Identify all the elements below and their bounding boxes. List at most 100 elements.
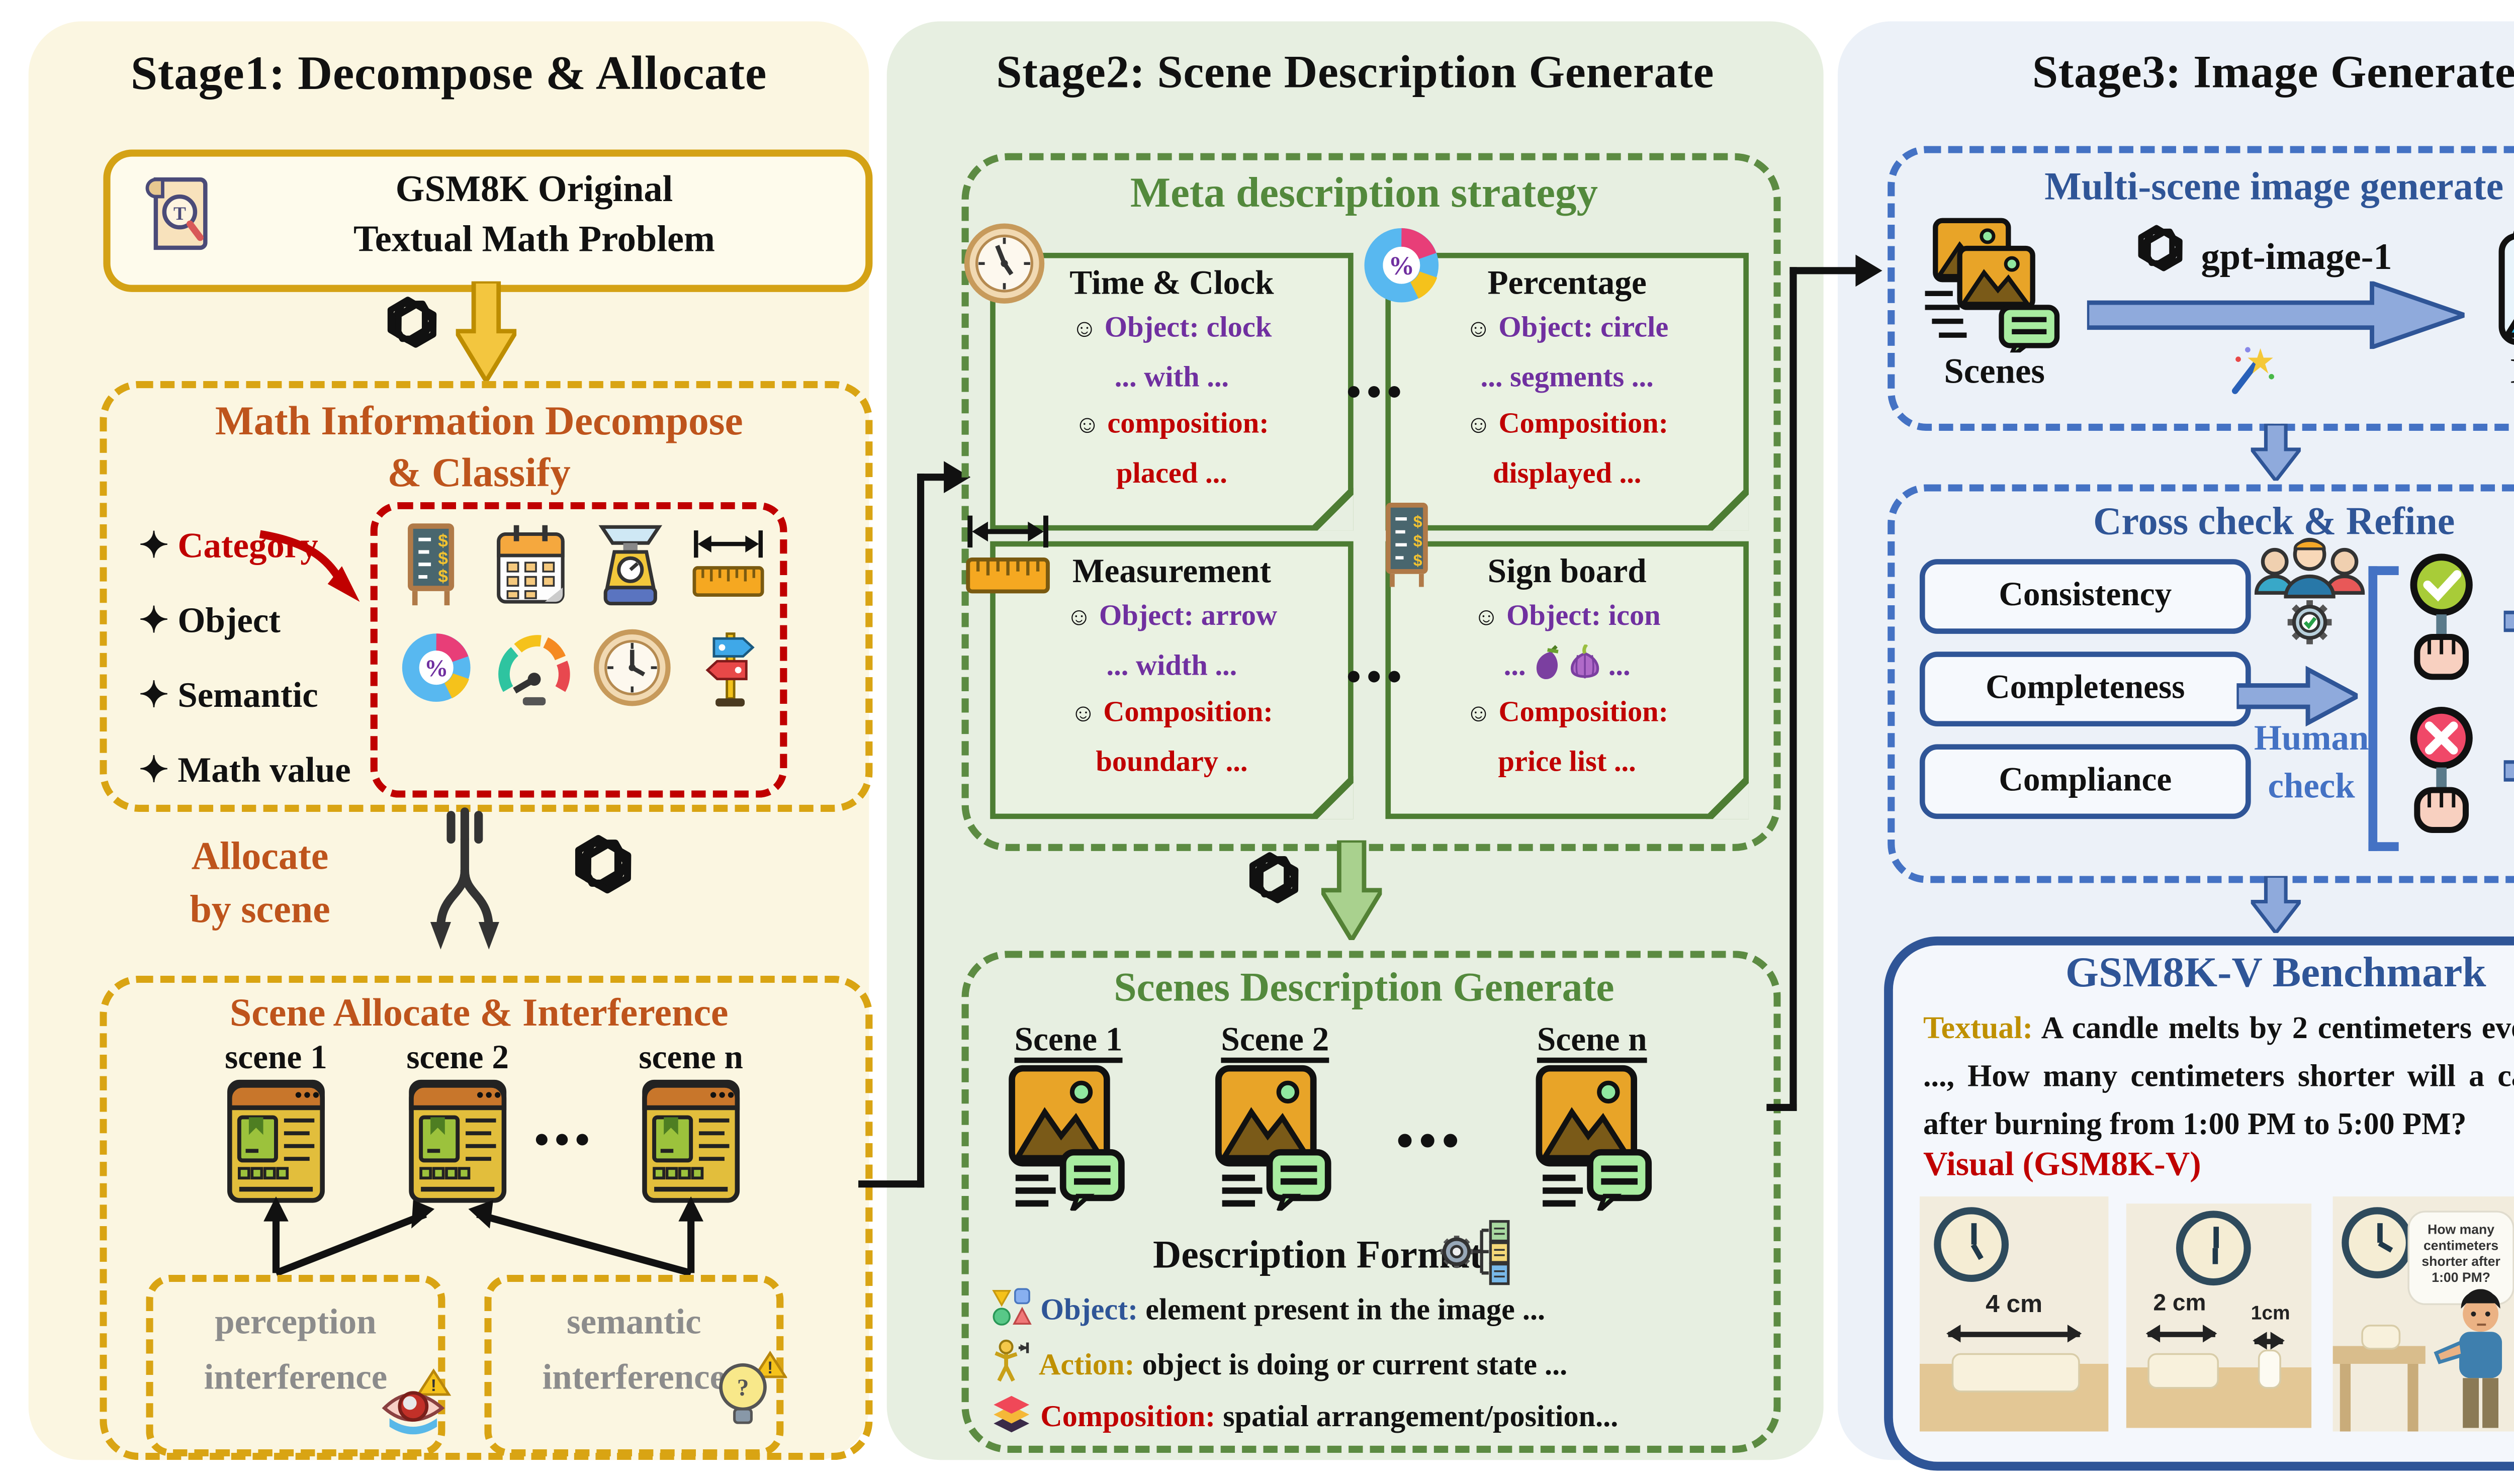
clock-icon (591, 627, 673, 709)
svg-text:T: T (173, 204, 186, 224)
scenen-label: scene n (639, 1040, 743, 1077)
measure-label: 4 cm (1986, 1289, 2043, 1318)
smiley-icon: ☺ (1066, 605, 1092, 632)
candle-small (2258, 1349, 2281, 1389)
measure-label-small: 1cm (2251, 1303, 2290, 1325)
connector1-h2 (917, 474, 946, 481)
model-label: gpt-image-1 (2201, 235, 2392, 278)
measure-label: 2 cm (2153, 1289, 2206, 1316)
magic-wand-icon (2222, 342, 2279, 399)
reviewers-icon (2251, 534, 2369, 652)
gsm8k-box (103, 149, 873, 292)
textual-text: A candle melts by 2 centimeters every ho… (1923, 1009, 2514, 1142)
card-object-text: Object: arrow (1099, 598, 1278, 632)
scene2-label: scene 2 (406, 1040, 509, 1077)
smiley-icon: ☺ (1473, 605, 1499, 632)
svg-text:!: ! (767, 1358, 773, 1377)
stage1-title: Stage1: Decompose & Allocate (130, 46, 767, 100)
human-check-line2: check (2268, 767, 2355, 807)
format-action-text: object is doing or current state ... (1142, 1348, 1568, 1382)
images-label: Images (2489, 352, 2514, 393)
svg-text:%: % (424, 656, 448, 682)
approve-arrow (2503, 598, 2514, 644)
percentage-donut-icon: % (395, 627, 477, 709)
scene1-label: Scene 1 (1014, 1022, 1123, 1060)
format-row-object: Object: element present in the image ... (990, 1285, 1545, 1328)
scene1-image-icon (1008, 1065, 1126, 1211)
smiley-icon: ☺ (1070, 701, 1096, 728)
scene1-label: scene 1 (225, 1040, 327, 1077)
signboard-icon: $$$ (1371, 495, 1443, 595)
ruler-icon (962, 506, 1054, 605)
bullet-object: ✦ Object (139, 602, 281, 641)
card-title: Time & Clock (1069, 265, 1274, 303)
lightbulb-question-icon: !? (712, 1350, 787, 1428)
eye-warning-icon: ! (378, 1367, 453, 1439)
scenes-label: Scenes (1944, 352, 2045, 392)
scenes-stack-icon (1920, 214, 2070, 353)
category-arrow (253, 527, 371, 612)
format-composition-text: spatial arrangement/position... (1223, 1399, 1619, 1434)
allocate-label-line1: Allocate (191, 833, 329, 878)
scenes-generate-title: Scenes Description Generate (1114, 965, 1614, 1010)
openai-icon (371, 292, 445, 367)
measure-arrow (2145, 1326, 2217, 1341)
card-title: Measurement (1072, 553, 1271, 591)
scene2-label: Scene 2 (1221, 1022, 1329, 1060)
card-measurement: Measurement ☺ Object: arrow... width ...… (990, 541, 1354, 819)
format-composition-label: Composition: (1040, 1399, 1216, 1434)
card-composition-text: composition: (1107, 406, 1269, 440)
visual-label: Visual (GSM8K-V) (1923, 1146, 2201, 1184)
decompose-box (100, 381, 873, 812)
measure-arrow (1946, 1326, 2082, 1341)
shapes-icon (992, 1288, 1032, 1326)
smiley-icon: ☺ (1074, 413, 1100, 440)
svg-text:$: $ (438, 566, 448, 586)
svg-text:$: $ (438, 530, 448, 550)
card-time-clock: Time & Clock ☺ Object: clock... with ...… (990, 252, 1354, 531)
card-object-text: Object: circle (1498, 310, 1669, 344)
scenes-dots: ••• (1396, 1115, 1465, 1170)
connector2-v (1789, 267, 1797, 1111)
signpost-icon (694, 623, 766, 712)
wall-clock (2176, 1211, 2251, 1286)
category-icons-box (370, 502, 787, 798)
fork-split-icon (413, 805, 516, 969)
openai-icon (1232, 848, 1307, 922)
ruler-icon (691, 520, 766, 609)
card-sign-board: Sign board ☺ Object: icon ... ... ☺ Comp… (1385, 541, 1749, 819)
format-object-label: Object: (1040, 1292, 1138, 1327)
down-arrow-green (1321, 840, 1382, 941)
action-figure-icon (995, 1339, 1029, 1382)
smiley-icon: ☺ (1466, 413, 1491, 440)
scene-dots: ••• (534, 1118, 595, 1165)
format-row-action: Action: object is doing or current state… (990, 1339, 1567, 1385)
human-check-line1: Human (2254, 719, 2369, 759)
bullet-icon: ✦ (139, 751, 169, 791)
check-consistency: Consistency (1919, 559, 2251, 634)
benchmark-photo-3: How many centimeters shorter after 1:00 … (2332, 1196, 2514, 1432)
scenen-window-icon (636, 1079, 746, 1203)
measure-arrow-small (2253, 1333, 2285, 1348)
scene-allocate-title: Scene Allocate & Interference (229, 990, 729, 1035)
scenen-label: Scene n (1537, 1022, 1647, 1060)
candle (2147, 1353, 2219, 1389)
scale-icon (591, 520, 670, 609)
clock-icon (962, 221, 1047, 306)
format-object-text: element present in the image ... (1145, 1292, 1546, 1327)
svg-text:$: $ (438, 548, 448, 569)
scene2-image-icon (1214, 1065, 1332, 1211)
wall-clock (1934, 1207, 2009, 1282)
smiley-icon: ☺ (1071, 317, 1098, 344)
gsm8k-line2: Textual Math Problem (353, 217, 715, 260)
semantic-line1: semantic (567, 1303, 701, 1343)
images-stack-icon (2493, 207, 2514, 352)
semantic-line2: interference (542, 1358, 726, 1398)
scenen-image-icon (1535, 1065, 1653, 1211)
format-row-composition: Composition: spatial arrangement/positio… (990, 1393, 1618, 1435)
gauge-icon (495, 630, 574, 709)
stage3-title: Stage3: Image Generate (2032, 46, 2514, 98)
interference-arrows (100, 976, 858, 1446)
smiley-icon: ☺ (1466, 701, 1491, 728)
speech-bubble: How many centimeters shorter after 1:00 … (2407, 1211, 2514, 1306)
